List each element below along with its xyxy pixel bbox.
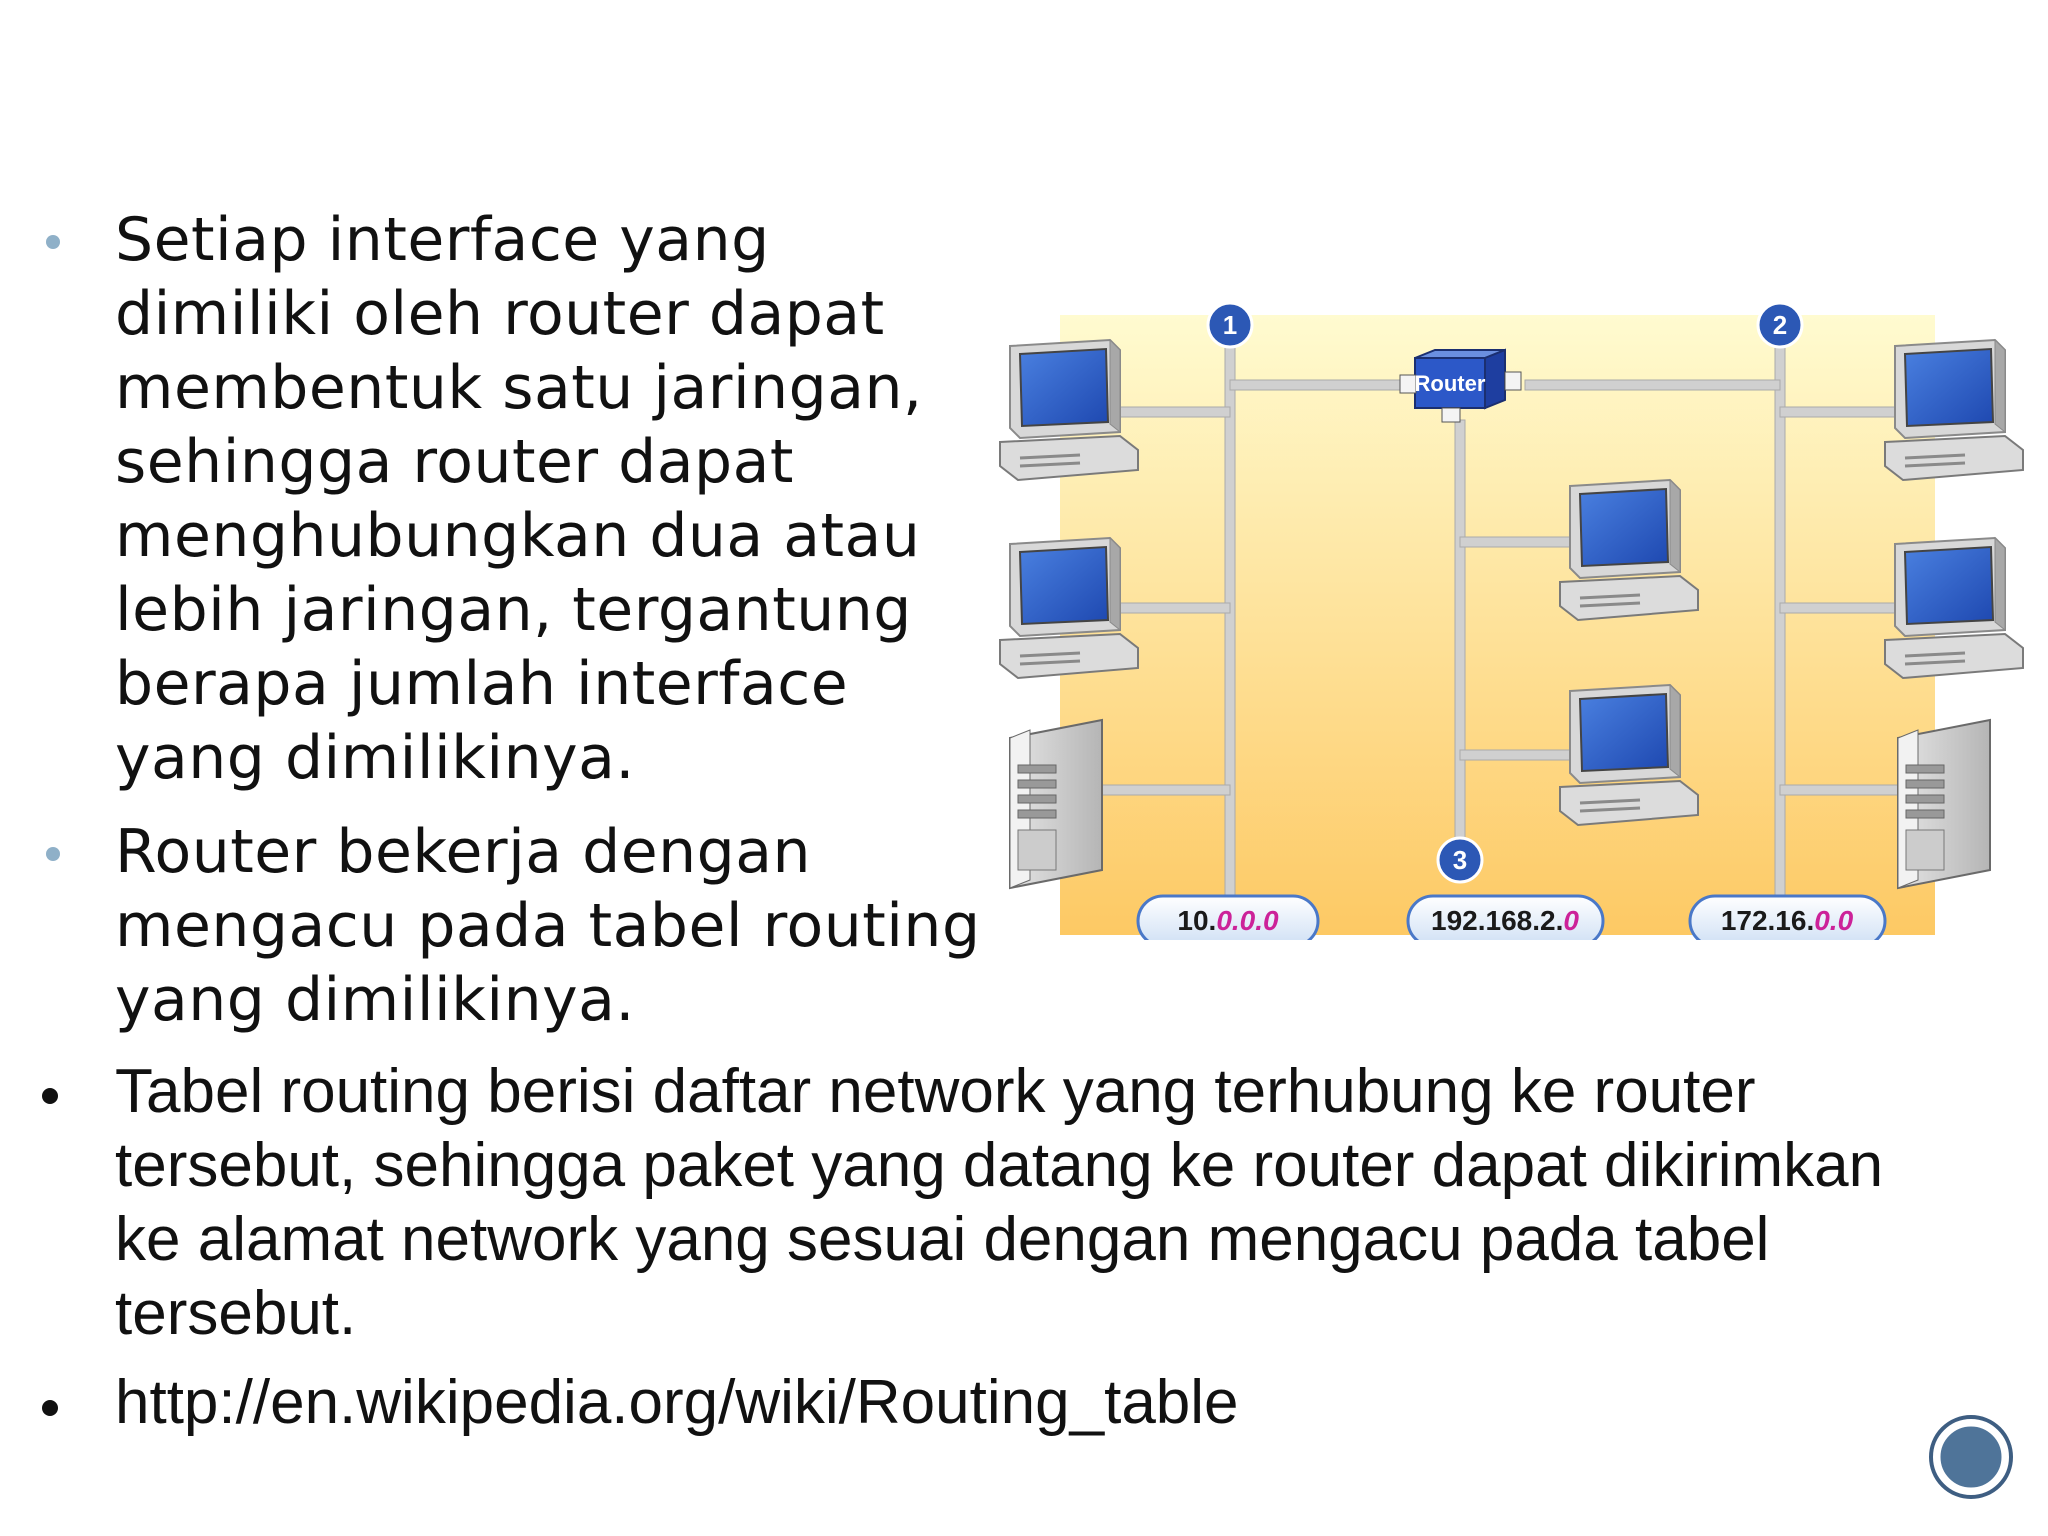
svg-text:10.0.0.0: 10.0.0.0 [1177, 905, 1279, 936]
diagram-background [1060, 315, 1935, 935]
svg-text:2: 2 [1773, 310, 1787, 340]
interface-badge-3: 3 [1436, 836, 1484, 884]
bullet-marker [46, 235, 60, 249]
router: Router [1399, 348, 1522, 423]
slide-nav-button[interactable] [1928, 1414, 2014, 1500]
bullet-text-routing-table: Router bekerja dengan mengacu pada tabel… [115, 817, 981, 1035]
workstation-middle-bottom [1558, 683, 1700, 827]
workstation-middle-top [1558, 478, 1700, 622]
router-links [1229, 379, 1781, 851]
svg-text:172.16.0.0: 172.16.0.0 [1721, 905, 1854, 936]
bullet-text-table-contents: Tabel routing berisi daftar network yang… [115, 1057, 1884, 1348]
workstation-right-top [1883, 338, 2025, 482]
svg-text:1: 1 [1223, 310, 1237, 340]
interface-badge-2: 2 [1756, 301, 1804, 349]
network-label-172: 172.16.0.0 [1688, 894, 1887, 940]
interface-badge-1: 1 [1206, 301, 1254, 349]
bullet-text-interfaces: Setiap interface yang dimiliki oleh rout… [115, 205, 923, 793]
workstation-right-middle [1883, 536, 2025, 680]
router-network-diagram: Router 1 2 3 10.0.0.0 [998, 301, 2025, 940]
bullet-marker [42, 1088, 58, 1104]
network-label-10: 10.0.0.0 [1136, 894, 1320, 940]
server-left [1009, 719, 1103, 889]
workstation-left-top [998, 338, 1140, 482]
svg-text:3: 3 [1453, 845, 1467, 875]
bullet-marker [42, 1400, 58, 1416]
server-right [1897, 719, 1991, 889]
svg-text:192.168.2.0: 192.168.2.0 [1431, 905, 1579, 936]
workstation-left-middle [998, 536, 1140, 680]
router-label: Router [1415, 371, 1486, 396]
network-label-192: 192.168.2.0 [1406, 894, 1605, 940]
wikipedia-link[interactable]: http://en.wikipedia.org/wiki/Routing_tab… [115, 1368, 1239, 1437]
bullet-marker [46, 847, 60, 861]
